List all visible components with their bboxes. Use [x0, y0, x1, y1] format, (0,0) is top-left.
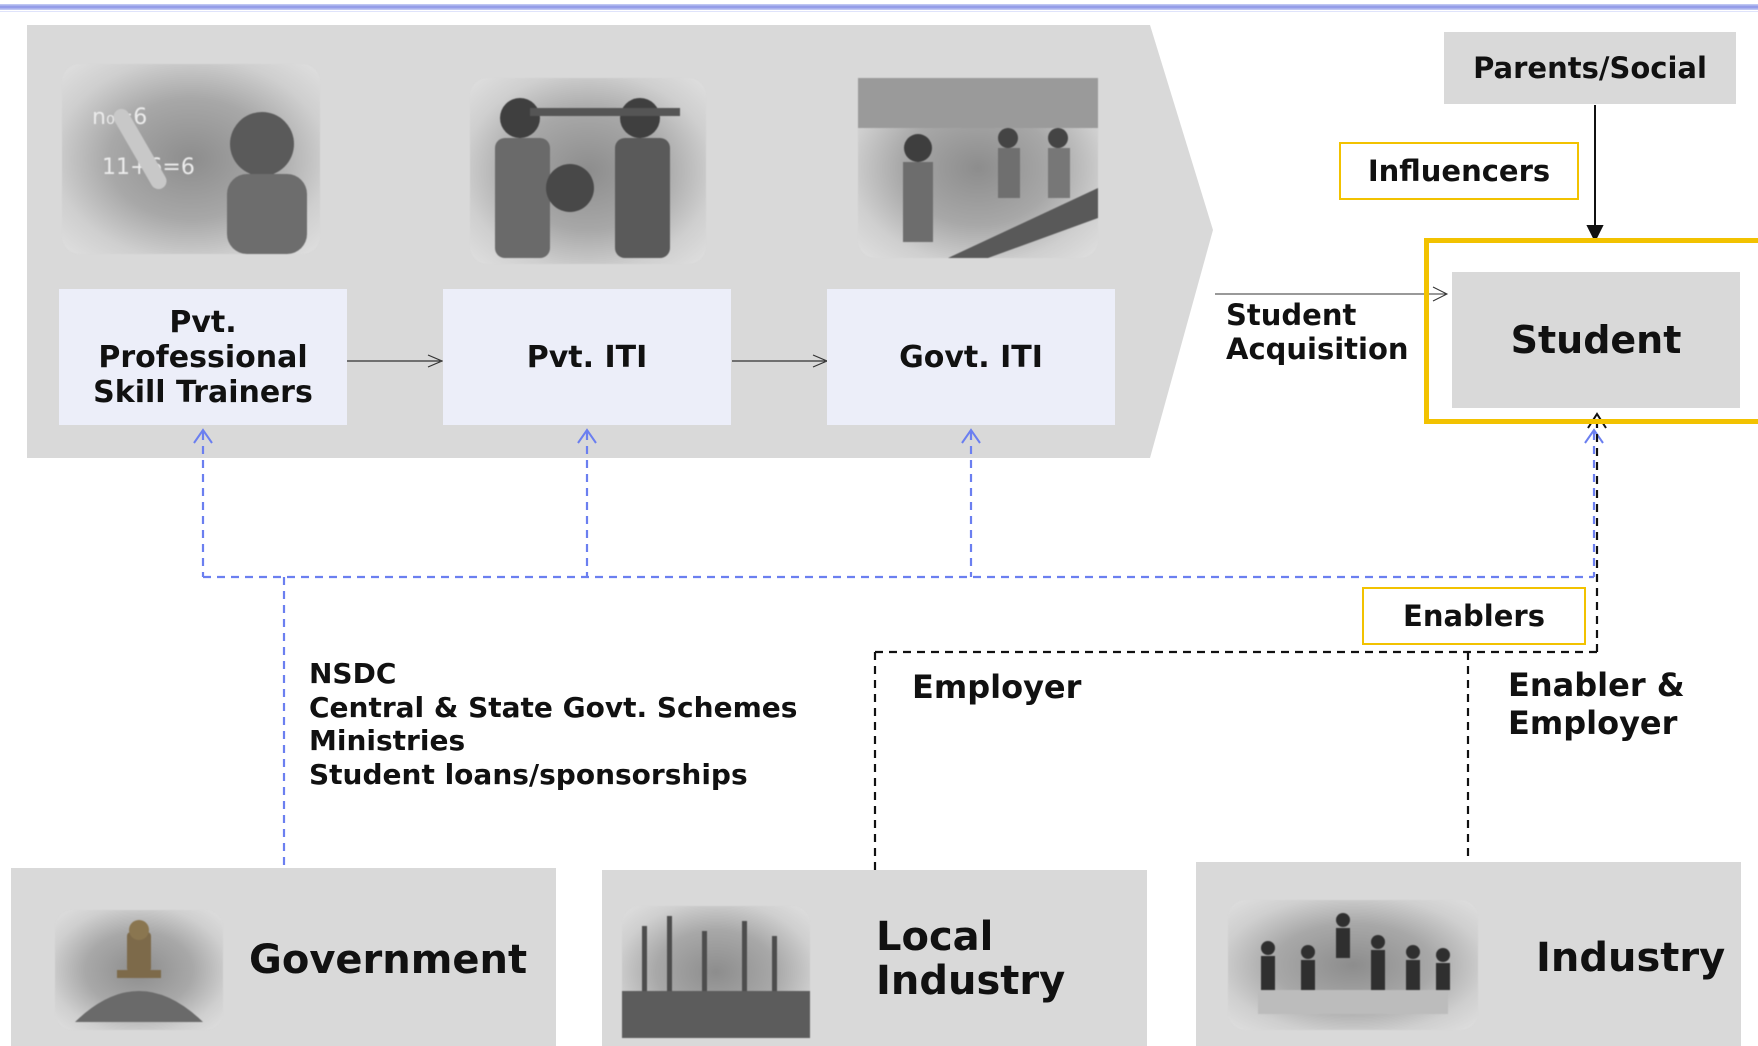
student-box: Student	[1452, 272, 1740, 408]
enabler-arrowheads	[193, 428, 1604, 444]
influencers-tag: Influencers	[1339, 142, 1579, 200]
student-label: Student	[1510, 318, 1682, 362]
teacher-at-blackboard-photo: n₀=6 11+6=6	[62, 64, 320, 254]
influencers-label: Influencers	[1367, 154, 1551, 188]
stage-label: Pvt. Professional Skill Trainers	[93, 304, 313, 410]
workshop-machine-photo	[470, 78, 706, 264]
funding-item: NSDC	[309, 657, 397, 690]
header-rule-thin	[0, 11, 1758, 12]
student-highlight-frame	[1424, 238, 1758, 424]
influence-arrow	[1586, 105, 1604, 243]
parents-social-label: Parents/Social	[1473, 51, 1707, 85]
government-label: Government	[249, 937, 528, 983]
parents-social-box: Parents/Social	[1444, 32, 1736, 104]
header-rule	[0, 4, 1758, 10]
stage-arrow-1	[347, 354, 444, 368]
government-box: Government	[11, 868, 556, 1046]
business-people-icon	[1228, 900, 1478, 1030]
employer-links	[873, 420, 1599, 870]
stage-pvt-iti: Pvt. ITI	[443, 289, 731, 425]
funding-item: Ministries	[309, 724, 466, 757]
stage-label: Govt. ITI	[899, 339, 1043, 375]
stage-govt-iti: Govt. ITI	[827, 289, 1115, 425]
funding-item: Student loans/sponsorships	[309, 757, 748, 791]
industry-label: Industry	[1536, 935, 1726, 981]
local-industry-label: Local Industry	[876, 914, 1066, 1004]
employer-label: Employer	[912, 668, 1082, 706]
enabler-links	[201, 432, 1596, 870]
training-hall-photo	[858, 78, 1098, 258]
stage-pvt-professional-skill-trainers: Pvt. Professional Skill Trainers	[59, 289, 347, 425]
enabler-employer-label: Enabler & Employer	[1508, 666, 1685, 742]
funding-item: Central & State Govt. Schemes	[309, 690, 798, 724]
funding-sources-list: NSDC Central & State Govt. Schemes Minis…	[309, 657, 797, 791]
state-emblem-icon	[55, 910, 223, 1030]
stage-label: Pvt. ITI	[526, 339, 648, 375]
enablers-label: Enablers	[1403, 599, 1545, 633]
industry-box: Industry	[1196, 862, 1741, 1046]
acquisition-arrow	[1215, 286, 1449, 302]
factory-skyline-icon	[622, 906, 810, 1038]
student-acquisition-label: Student Acquisition	[1226, 298, 1409, 366]
enablers-tag: Enablers	[1362, 587, 1586, 645]
local-industry-box: Local Industry	[602, 870, 1147, 1046]
